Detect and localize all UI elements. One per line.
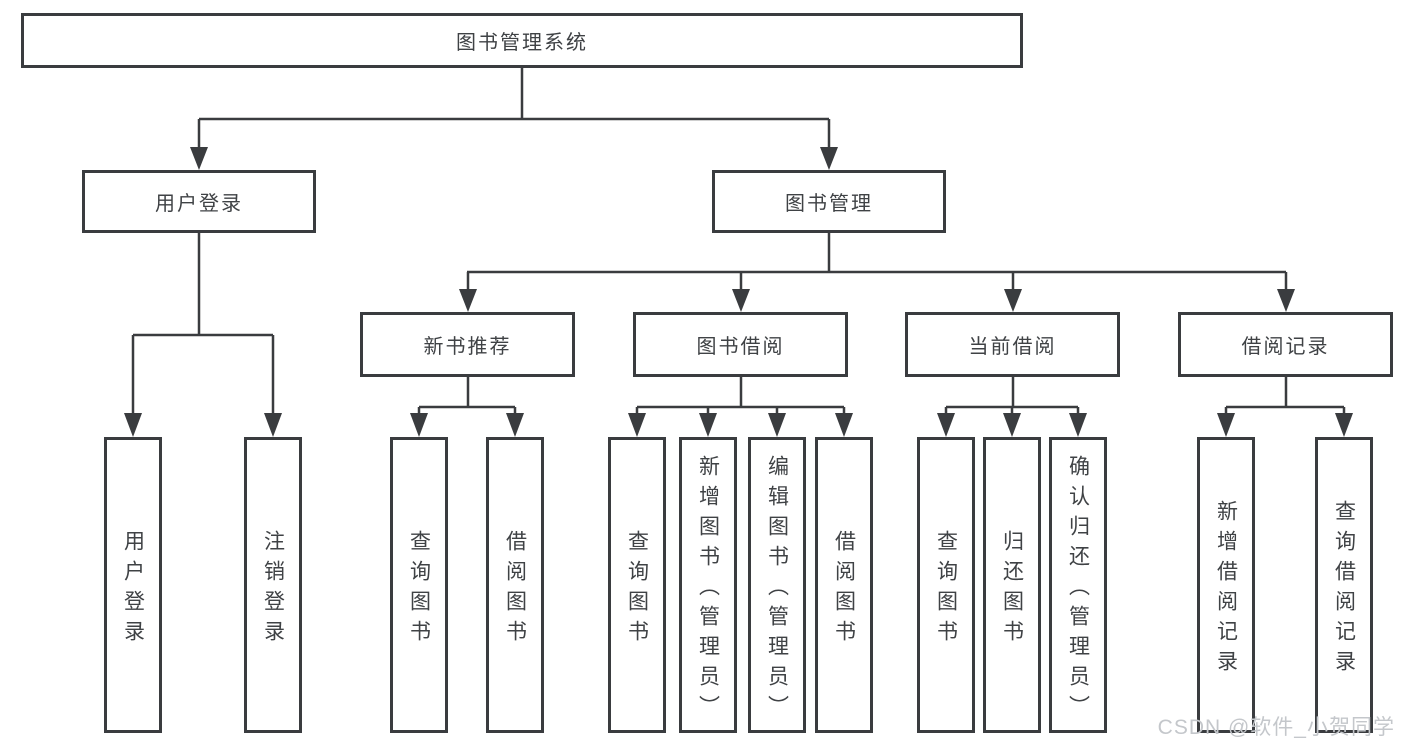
node-library-management-system: 图书管理系统	[21, 13, 1023, 68]
node-label: 借阅图书	[503, 529, 527, 650]
leaf-query-books-current: 查询图书	[917, 437, 975, 733]
leaf-query-books-borrowing: 查询图书	[608, 437, 666, 733]
node-book-management: 图书管理	[712, 170, 946, 233]
leaf-add-borrow-record: 新增借阅记录	[1197, 437, 1255, 733]
node-label: 确认归还（管理员）	[1066, 454, 1090, 725]
leaf-borrow-books-recommend: 借阅图书	[486, 437, 544, 733]
node-label: 查询图书	[407, 529, 431, 650]
leaf-add-books-admin: 新增图书（管理员）	[679, 437, 737, 733]
node-label: 注销登录	[261, 529, 285, 650]
node-label: 归还图书	[1000, 529, 1024, 650]
node-label: 新书推荐	[423, 336, 512, 358]
node-label: 查询图书	[625, 529, 649, 650]
node-new-book-recommendation: 新书推荐	[360, 312, 575, 377]
node-borrowing-records: 借阅记录	[1178, 312, 1393, 377]
node-label: 图书管理	[785, 193, 873, 215]
leaf-return-books: 归还图书	[983, 437, 1041, 733]
leaf-logout: 注销登录	[244, 437, 302, 733]
node-label: 图书管理系统	[456, 32, 588, 54]
node-label: 借阅记录	[1241, 336, 1330, 358]
node-book-borrowing: 图书借阅	[633, 312, 848, 377]
arrowheads	[124, 147, 1353, 437]
leaf-query-borrow-record: 查询借阅记录	[1315, 437, 1373, 733]
node-label: 编辑图书（管理员）	[765, 454, 789, 725]
leaf-confirm-return-admin: 确认归还（管理员）	[1049, 437, 1107, 733]
node-label: 查询借阅记录	[1332, 499, 1356, 680]
node-label: 新增图书（管理员）	[696, 454, 720, 725]
node-current-borrowing: 当前借阅	[905, 312, 1120, 377]
node-user-login: 用户登录	[82, 170, 316, 233]
leaf-borrow-books: 借阅图书	[815, 437, 873, 733]
node-label: 当前借阅	[968, 336, 1057, 358]
node-label: 查询图书	[934, 529, 958, 650]
watermark-text: CSDN @软件_小贺同学	[1157, 716, 1395, 739]
node-label: 用户登录	[121, 529, 145, 650]
node-label: 借阅图书	[832, 529, 856, 650]
leaf-query-books-recommend: 查询图书	[390, 437, 448, 733]
node-label: 用户登录	[155, 193, 243, 215]
leaf-user-login: 用户登录	[104, 437, 162, 733]
node-label: 图书借阅	[696, 336, 785, 358]
leaf-edit-books-admin: 编辑图书（管理员）	[748, 437, 806, 733]
node-label: 新增借阅记录	[1214, 499, 1238, 680]
